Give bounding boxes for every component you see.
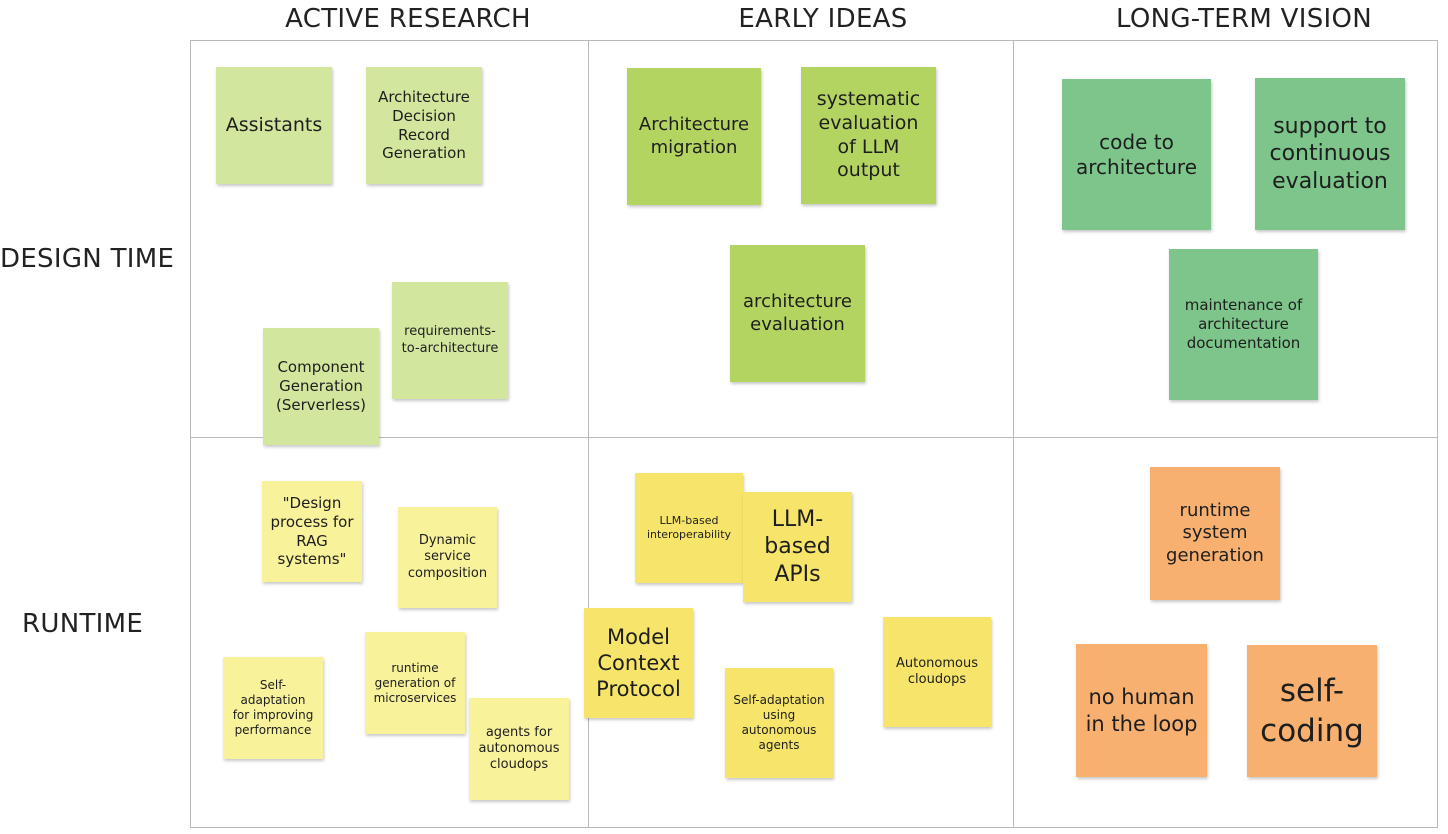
sticky-note-text: Autonomous cloudops [895, 655, 978, 687]
sticky-note[interactable]: Architecture Decision Record Generation [366, 67, 482, 184]
sticky-note-text: "Design process for RAG systems" [270, 494, 354, 569]
sticky-note[interactable]: runtime generation of microservices [365, 632, 465, 734]
sticky-note[interactable]: self-coding [1247, 645, 1377, 777]
sticky-note[interactable]: systematic evaluation of LLM output [801, 67, 936, 204]
sticky-note-text: architecture evaluation [743, 291, 852, 335]
column-header-long-term-vision: LONG-TERM VISION [1115, 4, 1373, 34]
sticky-note[interactable]: maintenance of architecture documentatio… [1169, 249, 1318, 400]
column-divider-2 [1013, 40, 1014, 828]
sticky-note-text: LLM-based interoperability [646, 514, 732, 541]
sticky-note-text: agents for autonomous cloudops [478, 724, 560, 773]
column-divider-1 [588, 40, 589, 828]
sticky-note-text: systematic evaluation of LLM output [816, 88, 921, 182]
sticky-note[interactable]: LLM-based APIs [743, 492, 852, 602]
sticky-note-text: runtime generation of microservices [373, 660, 457, 705]
sticky-note[interactable]: "Design process for RAG systems" [262, 481, 362, 582]
sticky-note[interactable]: Self-adaptation for improving performanc… [223, 657, 323, 759]
sticky-note[interactable]: requirements-to-architecture [392, 282, 508, 399]
sticky-note[interactable]: agents for autonomous cloudops [469, 698, 569, 800]
sticky-note-text: requirements-to-architecture [401, 324, 499, 356]
sticky-note-text: Architecture migration [638, 114, 750, 158]
sticky-note[interactable]: runtime system generation [1150, 467, 1280, 600]
sticky-note[interactable]: Model Context Protocol [584, 608, 693, 718]
sticky-note-text: LLM-based APIs [764, 506, 831, 587]
sticky-note-text: code to architecture [1075, 129, 1197, 179]
sticky-note[interactable]: code to architecture [1062, 79, 1211, 230]
column-header-active-research: ACTIVE RESEARCH [285, 4, 531, 34]
row-divider [190, 437, 1438, 438]
sticky-note-text: Component Generation (Serverless) [276, 358, 366, 414]
sticky-note[interactable]: Self-adaptation using autonomous agents [725, 668, 833, 778]
sticky-note[interactable]: support to continuous evaluation [1255, 78, 1405, 230]
sticky-note-text: maintenance of architecture documentatio… [1184, 296, 1303, 352]
sticky-note-text: Dynamic service composition [407, 533, 488, 581]
matrix-frame [190, 40, 1438, 828]
sticky-note-text: Self-adaptation for improving performanc… [232, 678, 314, 737]
sticky-note[interactable]: architecture evaluation [730, 245, 865, 382]
sticky-note-text: support to continuous evaluation [1269, 113, 1391, 194]
sticky-note[interactable]: Assistants [216, 67, 332, 184]
sticky-note-text: runtime system generation [1166, 499, 1264, 566]
row-header-runtime: RUNTIME [22, 609, 144, 639]
sticky-note[interactable]: Component Generation (Serverless) [263, 328, 379, 445]
sticky-note-text: Assistants [225, 113, 323, 136]
sticky-note[interactable]: LLM-based interoperability [635, 473, 743, 583]
sticky-note[interactable]: Dynamic service composition [398, 507, 497, 608]
column-header-early-ideas: EARLY IDEAS [738, 4, 908, 34]
sticky-note[interactable]: no human in the loop [1076, 644, 1207, 777]
sticky-note-text: self-coding [1260, 672, 1364, 749]
sticky-note-text: Model Context Protocol [596, 624, 681, 702]
sticky-note[interactable]: Architecture migration [627, 68, 761, 205]
sticky-note-text: no human in the loop [1085, 685, 1198, 736]
sticky-note-text: Self-adaptation using autonomous agents [733, 693, 825, 752]
sticky-note[interactable]: Autonomous cloudops [883, 617, 991, 727]
sticky-note-text: Architecture Decision Record Generation [378, 88, 470, 163]
row-header-design-time: DESIGN TIME [0, 244, 175, 274]
